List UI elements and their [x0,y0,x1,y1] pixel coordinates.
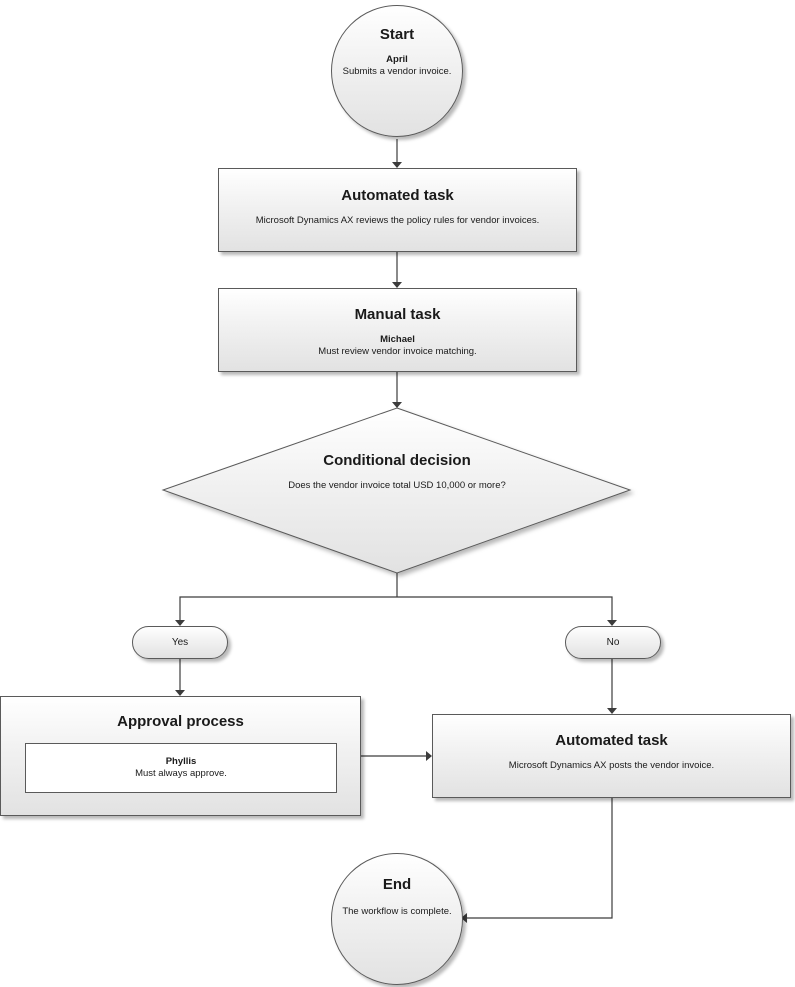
start-node: Start April Submits a vendor invoice. [331,5,463,137]
manual-task-description: Must review vendor invoice matching. [318,346,477,357]
approval-step-box: Phyllis Must always approve. [25,743,337,793]
no-branch-label: No [565,626,661,659]
manual-task-actor: Michael [380,334,415,345]
approval-process-box: Approval process Phyllis Must always app… [0,696,361,816]
automated-task-1-title: Automated task [341,187,454,204]
start-description: Submits a vendor invoice. [342,66,452,77]
start-actor: April [386,54,408,65]
end-title: End [382,876,412,893]
connector-decision-branches [179,596,613,620]
yes-label-text: Yes [171,637,189,648]
arrowhead [392,402,402,408]
approval-description: Must always approve. [135,768,227,779]
approval-actor: Phyllis [165,756,197,767]
automated-task-2-description: Microsoft Dynamics AX posts the vendor i… [508,760,715,771]
automated-task-1-description: Microsoft Dynamics AX reviews the policy… [255,215,540,226]
end-description: The workflow is complete. [342,906,452,917]
end-node: End The workflow is complete. [331,853,463,985]
manual-task-box: Manual task Michael Must review vendor i… [218,288,577,372]
automated-task-2-title: Automated task [555,732,668,749]
decision-content: Conditional decision Does the vendor inv… [220,452,574,492]
start-title: Start [379,26,415,43]
automated-task-2-box: Automated task Microsoft Dynamics AX pos… [432,714,791,798]
automated-task-1-box: Automated task Microsoft Dynamics AX rev… [218,168,577,252]
manual-task-title: Manual task [354,306,441,323]
yes-branch-label: Yes [132,626,228,659]
decision-title: Conditional decision [323,452,471,469]
connector-auto2-to-end [467,798,613,919]
no-label-text: No [606,637,620,648]
decision-description: Does the vendor invoice total USD 10,000… [288,480,506,491]
approval-process-title: Approval process [117,713,244,730]
